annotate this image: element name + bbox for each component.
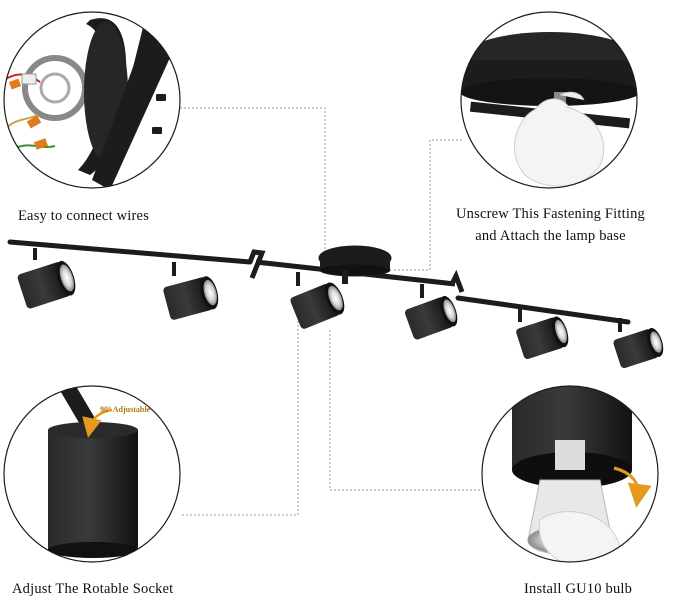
- detail-wiring: [3, 11, 181, 189]
- caption-rotable-socket: Adjust The Rotable Socket: [12, 581, 174, 597]
- callout-lines: [180, 107, 482, 516]
- spotlight-2: [163, 262, 219, 320]
- caption-connect-wires: Easy to connect wires: [18, 208, 150, 224]
- callout-line-bulb: [329, 330, 482, 491]
- spotlight-3: [290, 272, 345, 329]
- detail-fastening-fitting: [460, 11, 638, 189]
- adjustable-annotation: 90° Adjustable: [100, 405, 151, 414]
- rail-section-1: [7, 239, 253, 265]
- rail-section-3: [455, 295, 631, 325]
- detail-install-bulb: [481, 385, 659, 563]
- callout-line-fitting: [392, 139, 462, 271]
- callout-line-wires: [180, 107, 326, 275]
- caption-unscrew-line-2: and Attach the lamp base: [475, 228, 626, 244]
- spotlight-5: [516, 308, 569, 359]
- track-light-fixture: [7, 239, 664, 369]
- caption-unscrew-line-1: Unscrew This Fastening Fitting: [456, 206, 645, 222]
- spotlight-4: [404, 284, 458, 340]
- spotlight-6: [613, 318, 664, 369]
- rail-joint-1: [247, 249, 266, 279]
- callout-line-socket: [182, 295, 299, 516]
- caption-unscrew-fitting: Unscrew This Fastening Fitting and Attac…: [438, 203, 663, 247]
- detail-rotable-socket: 90° Adjustable: [3, 385, 181, 563]
- rail-joint-2: [449, 269, 465, 293]
- caption-install-bulb: Install GU10 bulb: [524, 581, 633, 597]
- spotlight-1: [17, 248, 76, 309]
